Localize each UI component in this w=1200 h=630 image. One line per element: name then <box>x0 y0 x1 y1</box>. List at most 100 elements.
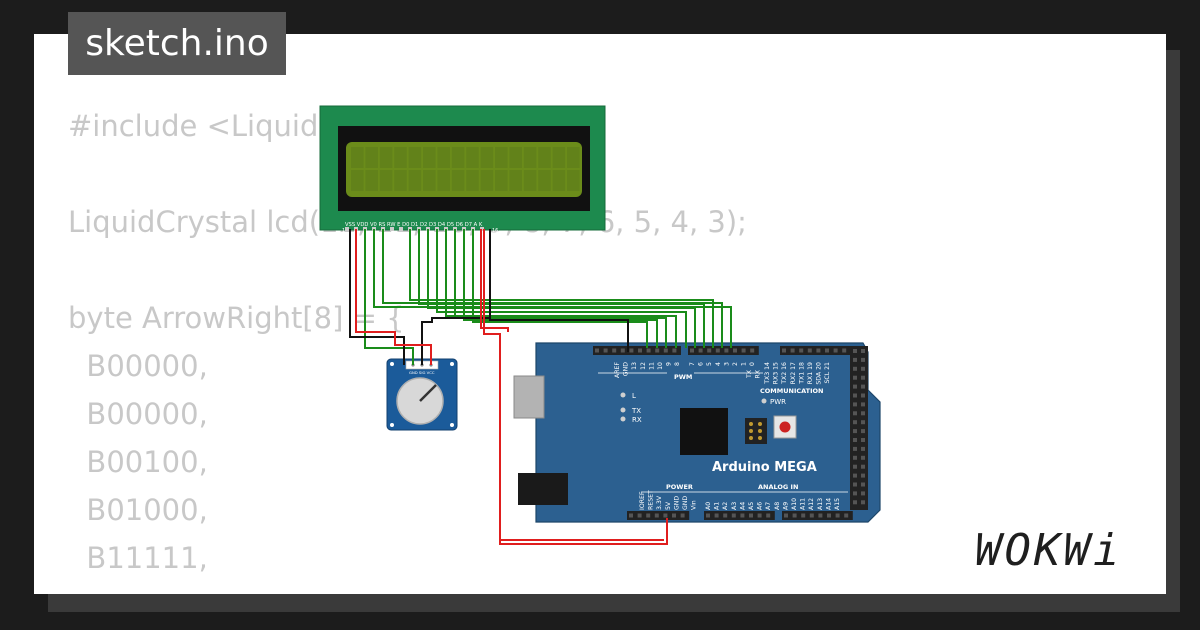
wire <box>382 229 723 348</box>
lcd-cell <box>509 147 522 168</box>
pin-label: RX <box>755 369 762 378</box>
lcd-cell <box>379 147 393 168</box>
lcd-display[interactable]: VSS VDD V0 RS RW E D0 D1 D2 D3 D4 D5 D6 … <box>319 105 606 234</box>
wire <box>445 229 677 348</box>
communication-label: COMMUNICATION <box>760 387 823 395</box>
led-rx-icon <box>620 416 626 422</box>
header-pin <box>853 438 857 442</box>
header-pin <box>853 429 857 434</box>
board-name: Arduino MEGA <box>712 460 817 475</box>
analog-header-1 <box>704 511 775 520</box>
header-pin <box>825 348 829 353</box>
pin-label: RESET <box>648 490 655 510</box>
pin-label: A11 <box>800 498 807 510</box>
header-pin <box>842 348 847 353</box>
pot-pin-labels: GND SIG VCC <box>409 370 435 375</box>
wire <box>483 229 668 545</box>
power-jack <box>518 473 568 505</box>
code-line: byte ArrowRight[8] = { <box>68 301 405 335</box>
header-pin <box>853 446 857 451</box>
header-pin <box>853 402 857 407</box>
header-pin <box>853 375 857 380</box>
lcd-cell <box>423 170 436 191</box>
header-pin <box>861 375 865 380</box>
wire <box>454 229 667 348</box>
lcd-cell <box>495 170 508 191</box>
lcd-pin <box>345 227 349 231</box>
pin-label: A15 <box>834 498 841 510</box>
code-line: B01000, <box>68 493 208 527</box>
lcd-cell <box>365 170 378 191</box>
wires <box>349 229 732 545</box>
header-pin <box>853 411 857 416</box>
header-pin <box>672 348 677 353</box>
header-pin <box>853 455 857 460</box>
header-pin <box>861 402 865 407</box>
pin-label: 4 <box>715 362 722 366</box>
header-pin <box>861 411 865 416</box>
header-pin <box>861 455 865 460</box>
lcd-cell <box>552 147 566 168</box>
header-pin <box>861 491 865 496</box>
header-pin <box>861 420 865 425</box>
header-pin <box>835 513 840 518</box>
header-pin <box>766 513 771 518</box>
header-pin <box>612 348 617 353</box>
header-pin <box>844 513 849 518</box>
header-pin <box>861 393 865 398</box>
pin-label: IOREF <box>639 491 646 510</box>
pin-label: 13 <box>631 362 638 370</box>
header-pin <box>750 348 755 353</box>
top-mid-header <box>688 346 759 355</box>
pin-label: A2 <box>722 502 729 510</box>
lcd-cell <box>394 147 407 168</box>
pin-label: SDA 20 <box>816 362 823 385</box>
header-pin <box>698 348 703 353</box>
header-pin <box>782 348 786 353</box>
led-rx-label: RX <box>632 416 642 424</box>
led-tx-label: TX <box>631 407 641 415</box>
header-pin <box>853 473 857 478</box>
pin-label: 12 <box>640 362 647 370</box>
pin-label: A5 <box>748 502 755 510</box>
header-pin <box>690 348 694 353</box>
pin-label: Vin <box>691 500 698 510</box>
wire <box>427 229 696 348</box>
header-pin <box>707 348 712 353</box>
potentiometer[interactable]: GND SIG VCC <box>386 358 458 431</box>
header-pin <box>757 513 762 518</box>
header-pin <box>853 420 857 425</box>
pin-label: GND <box>682 496 689 510</box>
pin-label: A1 <box>714 502 721 510</box>
pin-label: 10 <box>657 362 664 370</box>
code-line: B11111, <box>68 541 208 575</box>
header-pin <box>818 513 823 518</box>
power-label: POWER <box>666 483 693 491</box>
file-tab[interactable]: sketch.ino <box>68 12 286 75</box>
pin-label: 6 <box>698 362 705 366</box>
lcd-cell <box>466 147 479 168</box>
lcd-cell <box>351 147 364 168</box>
header-pin <box>629 348 634 353</box>
pin-label: A14 <box>825 498 832 510</box>
wokwi-logo-text: WOKWi <box>975 525 1123 576</box>
header-pin <box>861 446 865 451</box>
arduino-mega-board[interactable]: L TX RX PWR Arduino MEGA PWM COMMUNICATI… <box>513 342 881 523</box>
header-pin <box>723 513 728 518</box>
header-pin <box>861 349 865 353</box>
pin-label: A4 <box>739 502 746 510</box>
pin-label: A8 <box>774 502 781 510</box>
lcd-cell <box>408 170 422 191</box>
header-pin <box>731 513 736 518</box>
lcd-cell <box>480 170 494 191</box>
analog-header-2 <box>782 511 853 520</box>
code-line: B00000, <box>68 397 208 431</box>
wire <box>418 229 705 348</box>
header-pin <box>654 513 659 518</box>
pin-label: 5V <box>665 501 672 510</box>
pin-label: RX3 15 <box>773 362 780 384</box>
led-pwr-icon <box>761 398 767 404</box>
lcd-cell <box>538 147 551 168</box>
header-pin <box>809 513 814 518</box>
